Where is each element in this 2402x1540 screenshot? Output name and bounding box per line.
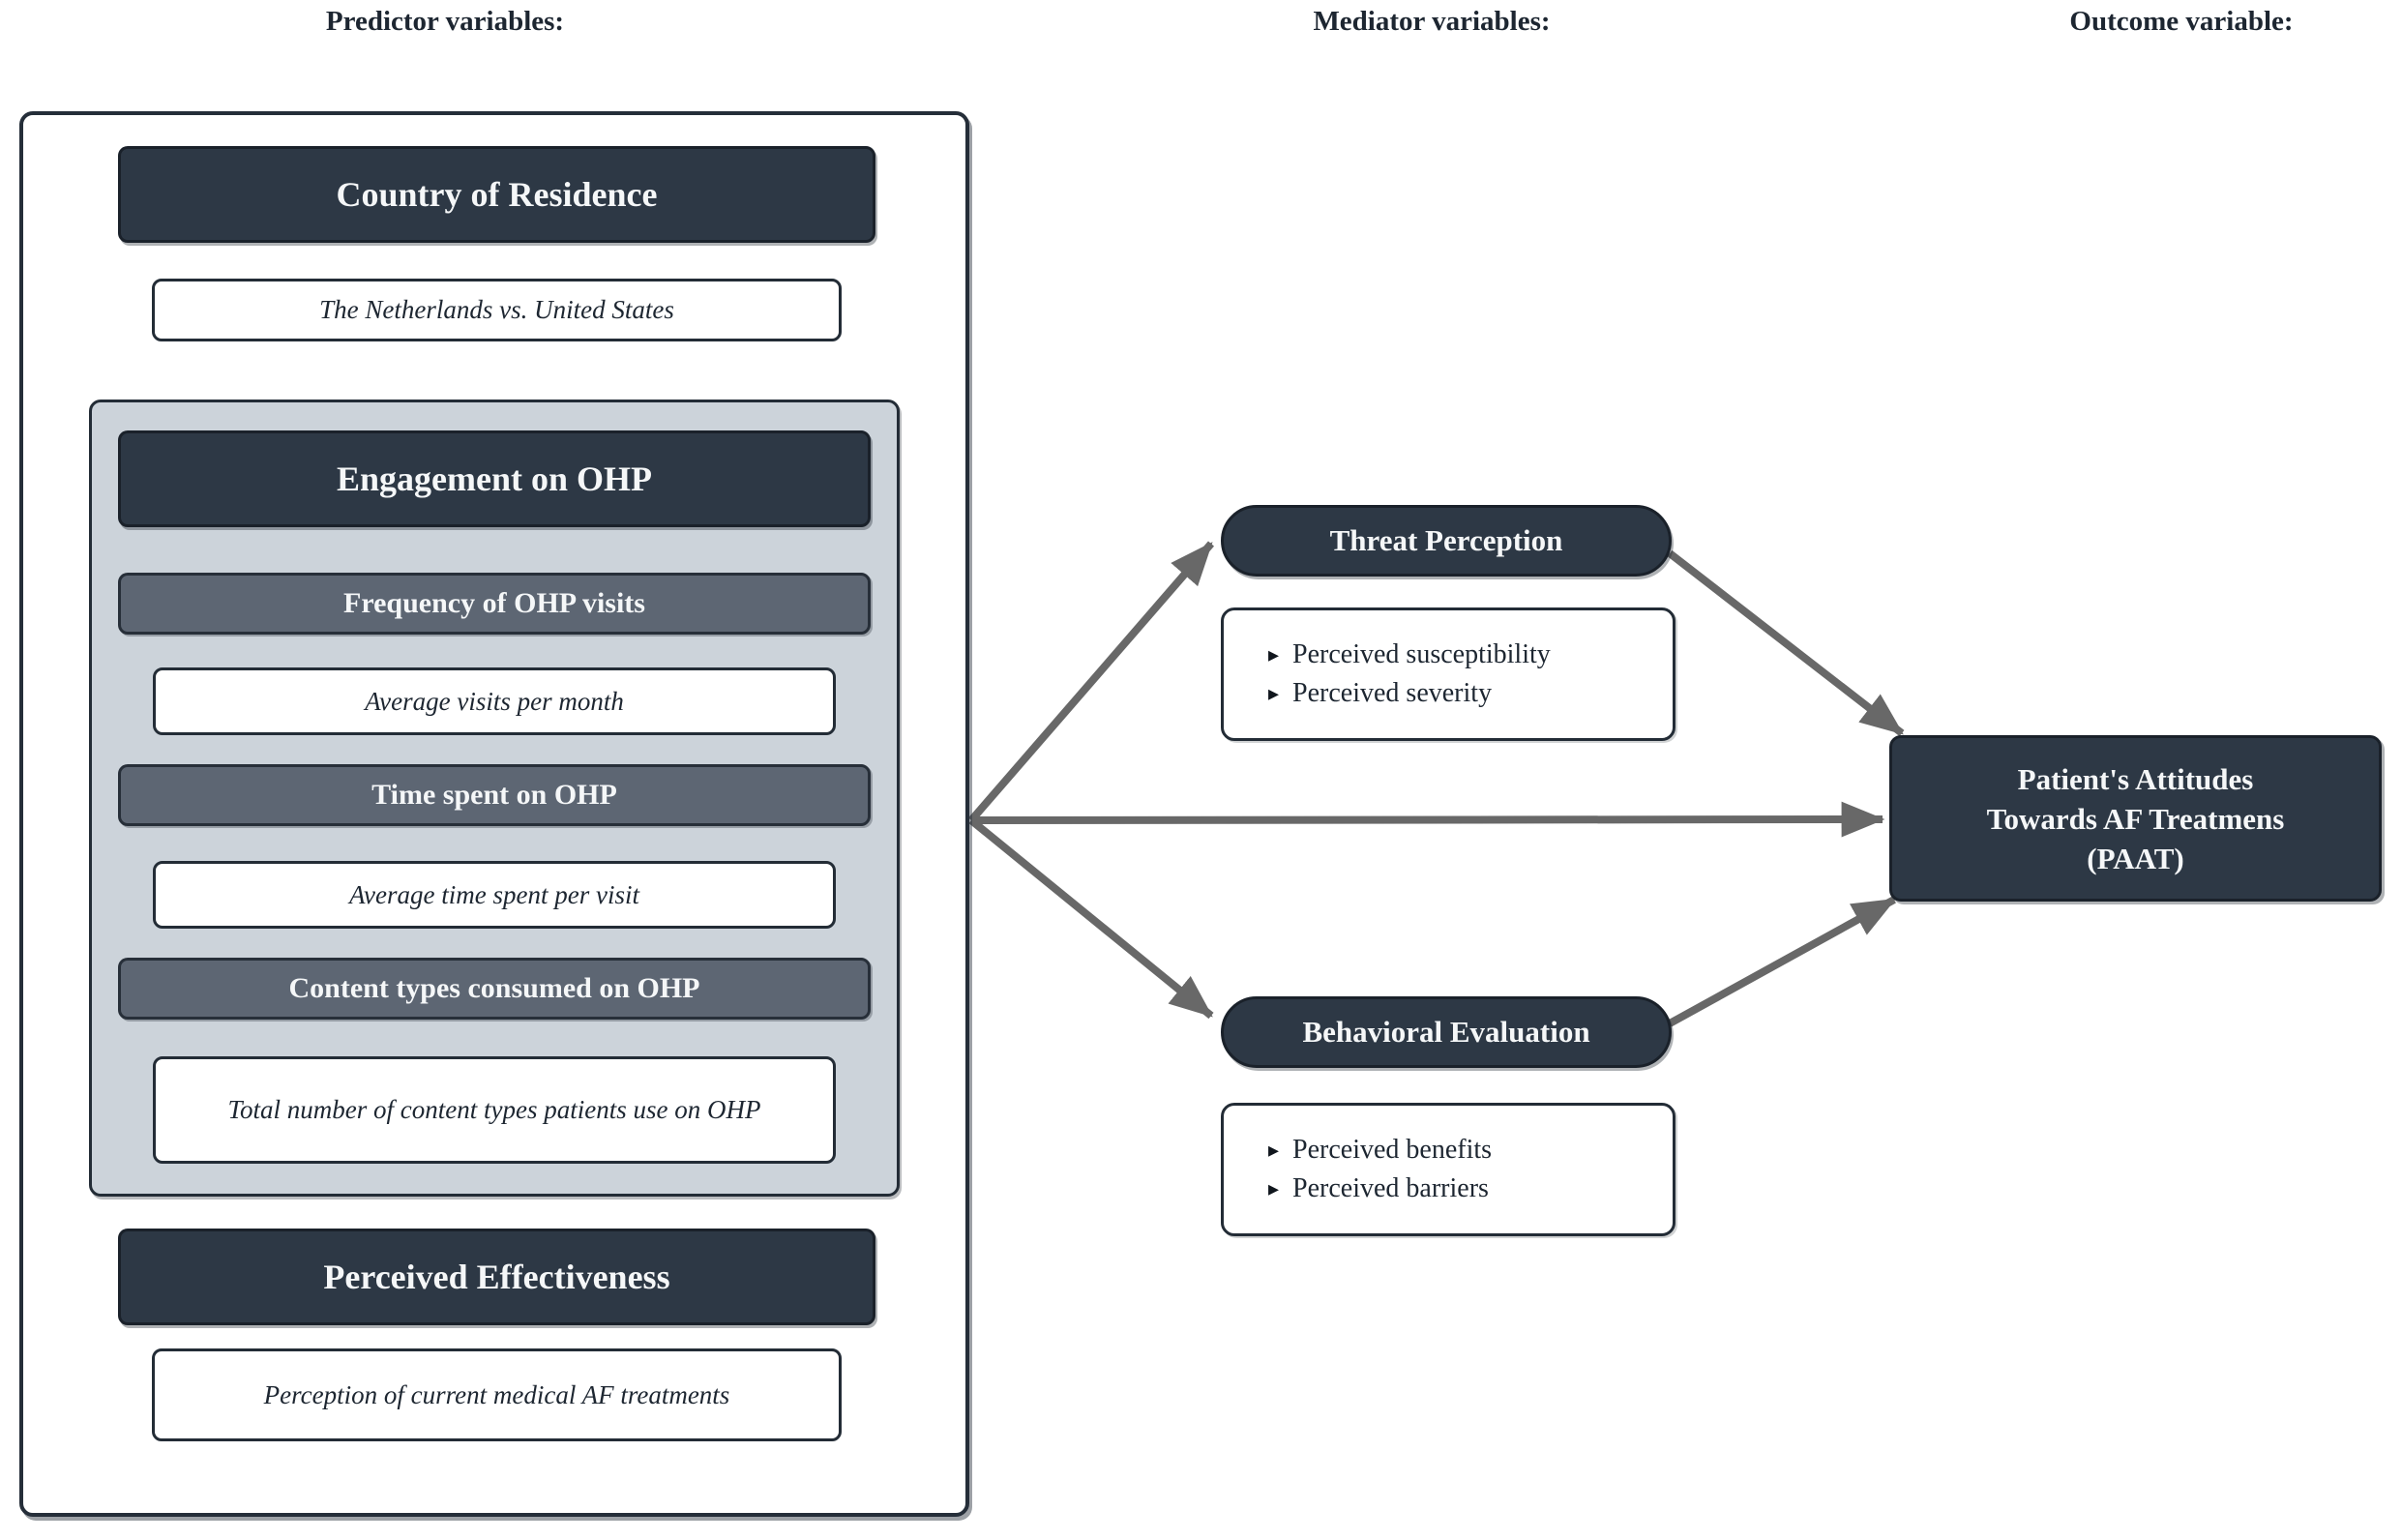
content-types-detail-box: Total number of content types patients u… bbox=[153, 1056, 836, 1164]
arrow-behavioral-to-outcome bbox=[1668, 896, 1897, 1027]
behavioral-evaluation-pill: Behavioral Evaluation bbox=[1221, 996, 1672, 1068]
column-header-outcome: Outcome variable: bbox=[2069, 6, 2294, 37]
arrow-predictors-to-threat bbox=[967, 541, 1215, 823]
column-header-mediator: Mediator variables: bbox=[1313, 6, 1551, 37]
bullet-item: ▸ Perceived susceptibility bbox=[1268, 636, 1551, 674]
frequency-detail-box: Average visits per month bbox=[153, 667, 836, 735]
paat-title-line: (PAAT) bbox=[2087, 841, 2184, 875]
perceived-effectiveness-box: Perceived Effectiveness bbox=[118, 1229, 875, 1325]
time-spent-detail-box: Average time spent per visit bbox=[153, 861, 836, 929]
country-detail-box: The Netherlands vs. United States bbox=[152, 279, 842, 341]
arrow-threat-to-outcome bbox=[1667, 549, 1905, 737]
arrow-predictors-to-behavioral bbox=[968, 816, 1214, 1020]
bullet-label: Perceived susceptibility bbox=[1292, 639, 1551, 669]
bullet-label: Perceived barriers bbox=[1292, 1173, 1489, 1203]
triangle-bullet-icon: ▸ bbox=[1268, 1138, 1280, 1162]
bullet-item: ▸ Perceived barriers bbox=[1268, 1170, 1489, 1208]
arrow-predictors-to-outcome bbox=[970, 801, 1885, 838]
bullet-label: Perceived benefits bbox=[1292, 1135, 1493, 1165]
content-types-box: Content types consumed on OHP bbox=[118, 958, 871, 1020]
behavioral-evaluation-bullets-box: ▸ Perceived benefits ▸ Perceived barrier… bbox=[1221, 1103, 1675, 1236]
triangle-bullet-icon: ▸ bbox=[1268, 1176, 1280, 1200]
bullet-label: Perceived severity bbox=[1292, 678, 1493, 708]
threat-perception-pill: Threat Perception bbox=[1221, 505, 1672, 577]
bullet-item: ▸ Perceived severity bbox=[1268, 674, 1492, 713]
time-spent-on-ohp-box: Time spent on OHP bbox=[118, 764, 871, 826]
paat-outcome-box: Patient's Attitudes Towards AF Treatmens… bbox=[1889, 735, 2382, 902]
column-header-predictor: Predictor variables: bbox=[325, 6, 565, 37]
threat-perception-bullets-box: ▸ Perceived susceptibility ▸ Perceived s… bbox=[1221, 607, 1675, 741]
engagement-title-box: Engagement on OHP bbox=[118, 430, 871, 527]
paat-title-line: Towards AF Treatmens bbox=[1986, 801, 2285, 836]
paat-title-line: Patient's Attitudes bbox=[2017, 761, 2254, 796]
triangle-bullet-icon: ▸ bbox=[1268, 642, 1280, 666]
country-of-residence-box: Country of Residence bbox=[118, 146, 875, 243]
bullet-item: ▸ Perceived benefits bbox=[1268, 1131, 1492, 1170]
triangle-bullet-icon: ▸ bbox=[1268, 681, 1280, 705]
frequency-of-ohp-visits-box: Frequency of OHP visits bbox=[118, 573, 871, 635]
effectiveness-detail-box: Perception of current medical AF treatme… bbox=[152, 1348, 842, 1441]
